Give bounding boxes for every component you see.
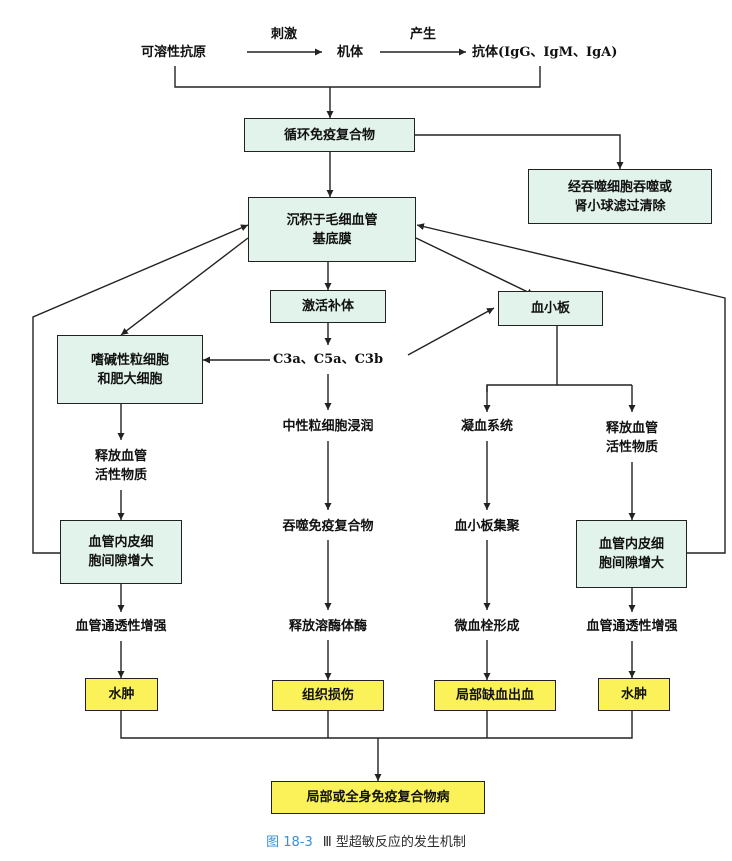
body-label: 机体 — [336, 45, 364, 60]
basophil-mast-box: 嗜碱性粒细胞 和肥大细胞 — [57, 335, 203, 404]
figure-title: Ⅲ 型超敏反应的发生机制 — [322, 835, 466, 850]
bracket-platelet-split — [486, 326, 558, 392]
platelet-text: 血小板 — [530, 301, 570, 316]
tissue-damage-text: 组织损伤 — [301, 688, 354, 703]
deposit-basement-box: 沉积于毛细血管 基底膜 — [248, 197, 416, 262]
antigen-label: 可溶性抗原 — [141, 45, 207, 60]
platelet-aggregation-label: 血小板集聚 — [454, 519, 520, 534]
figure-number: 图 18-3 — [266, 835, 313, 850]
stimulate-label: 刺激 — [270, 27, 298, 42]
antibody-label: 抗体(IgG、IgM、IgA) — [472, 45, 618, 60]
release-vasoactive-right-label: 释放血管 活性物质 — [605, 421, 659, 455]
arrow-endothelial-left-feedback — [32, 224, 249, 554]
circulating-complex-text: 循环免疫复合物 — [283, 127, 375, 143]
arrow-deposit-to-basophil — [120, 237, 249, 336]
coagulation-label: 凝血系统 — [460, 419, 514, 434]
circulating-complex-box: 循环免疫复合物 — [244, 118, 415, 152]
edema-right-text: 水肿 — [620, 687, 647, 702]
permeability-right-label: 血管通透性增强 — [586, 619, 678, 634]
arrow-deposit-to-platelet — [415, 237, 535, 296]
microthrombus-label: 微血栓形成 — [454, 619, 520, 634]
ischemia-bleeding-text: 局部缺血出血 — [455, 688, 534, 703]
phagocytose-complex-label: 吞噬免疫复合物 — [282, 519, 374, 534]
basophil-mast-text: 嗜碱性粒细胞 和肥大细胞 — [90, 352, 169, 387]
phagocyte-clearance-text: 经吞噬细胞吞噬或 肾小球滤过清除 — [567, 179, 672, 214]
neutrophil-infiltration-label: 中性粒细胞浸润 — [282, 419, 374, 434]
release-vasoactive-left-label: 释放血管 活性物质 — [94, 449, 148, 483]
arrow-endothelial-right-feedback — [416, 223, 726, 554]
arrow-fragments-to-platelet — [407, 307, 495, 356]
bracket-top-merge — [174, 66, 541, 88]
disease-box: 局部或全身免疫复合物病 — [271, 781, 485, 814]
edema-left-box: 水肿 — [85, 678, 158, 711]
endothelial-gap-left-text: 血管内皮细 胞间隙增大 — [88, 535, 154, 569]
endothelial-gap-right-box: 血管内皮细 胞间隙增大 — [576, 520, 687, 588]
permeability-left-label: 血管通透性增强 — [75, 619, 167, 634]
edema-right-box: 水肿 — [598, 678, 670, 711]
activate-complement-text: 激活补体 — [301, 299, 354, 314]
arrow-to-clearance — [415, 134, 624, 169]
edema-left-text: 水肿 — [108, 687, 135, 702]
platelet-box: 血小板 — [498, 291, 603, 326]
tissue-damage-box: 组织损伤 — [272, 680, 384, 711]
disease-text: 局部或全身免疫复合物病 — [306, 790, 450, 805]
endothelial-gap-right-text: 血管内皮细 胞间隙增大 — [598, 537, 664, 571]
produce-label: 产生 — [409, 27, 437, 42]
ischemia-bleeding-box: 局部缺血出血 — [434, 680, 556, 711]
complement-fragments-label: C3a、C5a、C3b — [272, 352, 384, 367]
activate-complement-box: 激活补体 — [270, 290, 386, 323]
deposit-basement-text: 沉积于毛细血管 基底膜 — [286, 212, 378, 247]
endothelial-gap-left-box: 血管内皮细 胞间隙增大 — [60, 520, 182, 584]
release-lysosomal-label: 释放溶酶体酶 — [288, 619, 368, 634]
phagocyte-clearance-box: 经吞噬细胞吞噬或 肾小球滤过清除 — [528, 169, 712, 224]
figure-caption: 图 18-3 Ⅲ 型超敏反应的发生机制 — [0, 831, 732, 850]
bracket-bottom-merge — [120, 711, 633, 739]
